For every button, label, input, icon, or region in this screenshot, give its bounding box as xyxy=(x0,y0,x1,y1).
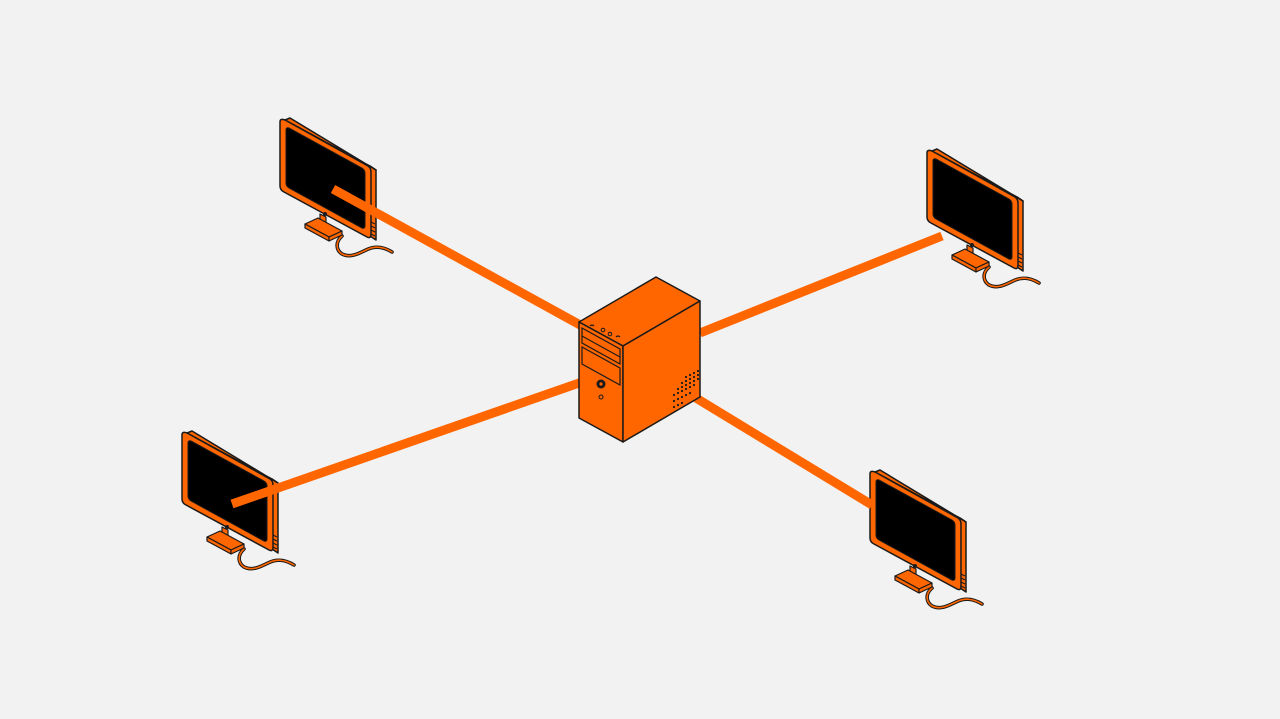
vent-grid xyxy=(672,369,700,409)
link-hub-bottom-right xyxy=(693,394,875,509)
network-links xyxy=(230,185,944,509)
link-hub-top-right xyxy=(698,231,944,338)
link-hub-top-left xyxy=(330,185,585,330)
server-tower xyxy=(578,276,701,443)
link-hub-bottom-left xyxy=(230,377,584,509)
server-tower-icon xyxy=(578,276,701,443)
